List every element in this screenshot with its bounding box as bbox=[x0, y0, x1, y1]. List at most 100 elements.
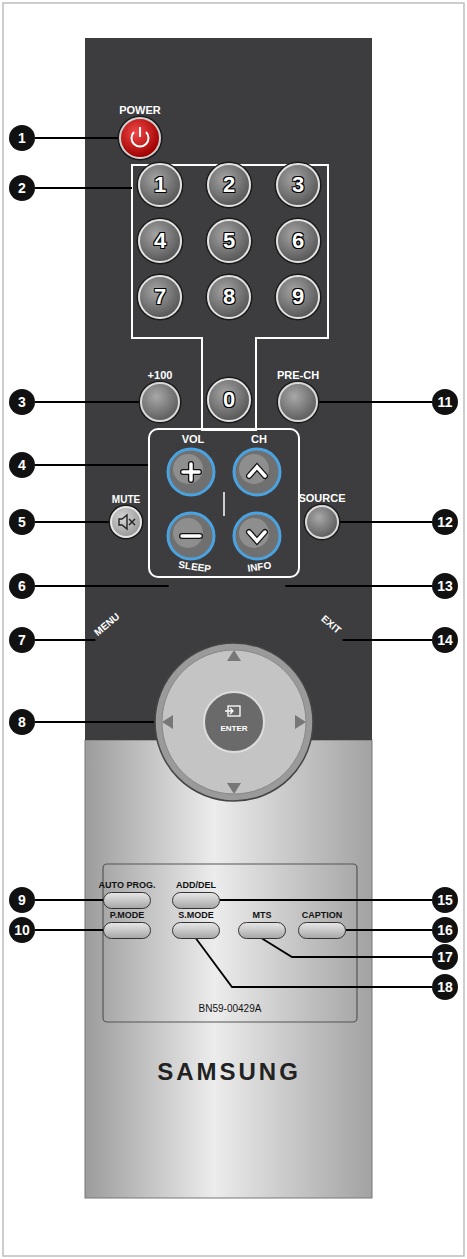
callout-number: 18 bbox=[437, 979, 453, 995]
digit-button: 4 bbox=[138, 219, 182, 263]
vol-ch-button bbox=[168, 513, 214, 559]
mute-button: MUTE bbox=[110, 506, 142, 538]
callout-number: 8 bbox=[9, 709, 35, 735]
button-label: ADD/DEL bbox=[176, 880, 216, 890]
digit-label: 2 bbox=[223, 172, 235, 198]
leader-line bbox=[220, 899, 432, 901]
leader-line bbox=[35, 929, 103, 931]
direction-arrow bbox=[227, 650, 241, 661]
button-label: EXIT bbox=[319, 613, 343, 636]
leader-line bbox=[35, 585, 169, 587]
remote-lower-body bbox=[85, 740, 372, 1198]
direction-arrow bbox=[295, 715, 306, 729]
pill-button: MTS bbox=[238, 922, 286, 939]
button-label: CAPTION bbox=[302, 910, 343, 920]
digit-button: 0 bbox=[207, 378, 251, 422]
callout-number: 3 bbox=[18, 394, 26, 410]
speaker-symbol bbox=[129, 519, 135, 525]
button-label: +100 bbox=[148, 370, 173, 381]
power-button: POWER bbox=[119, 117, 161, 159]
enter-button bbox=[204, 692, 264, 752]
button-label: AUTO PROG. bbox=[99, 880, 156, 890]
round-button: SOURCE bbox=[305, 505, 339, 539]
callout-number: 16 bbox=[437, 922, 453, 938]
vol-ch-button bbox=[168, 449, 214, 495]
button-label: ENTER bbox=[220, 724, 247, 733]
digit-label: 9 bbox=[292, 284, 304, 310]
enter-symbol bbox=[225, 708, 233, 714]
callout-number: 5 bbox=[9, 509, 35, 535]
button-symbol bbox=[112, 508, 140, 536]
callout-number: 9 bbox=[18, 892, 26, 908]
digit-label: 8 bbox=[223, 284, 235, 310]
digit-button: 8 bbox=[207, 275, 251, 319]
callout-number: 4 bbox=[9, 452, 35, 478]
button-label: SLEEP bbox=[178, 559, 212, 574]
leader-line bbox=[35, 721, 154, 723]
callout-number: 11 bbox=[438, 394, 453, 410]
button-symbol bbox=[154, 642, 314, 802]
vol-ch-button bbox=[234, 449, 280, 495]
direction-arrow bbox=[162, 715, 173, 729]
group-label: CH bbox=[251, 433, 267, 445]
nav-ring bbox=[155, 643, 313, 801]
button-label: PRE-CH bbox=[277, 370, 319, 381]
digit-label: 7 bbox=[154, 284, 166, 310]
leader-line bbox=[262, 939, 432, 958]
callout-number: 14 bbox=[437, 632, 453, 648]
button-highlight bbox=[173, 518, 203, 548]
callout-number: 17 bbox=[437, 949, 453, 965]
callout-number: 16 bbox=[432, 917, 458, 943]
callout-number: 10 bbox=[9, 917, 35, 943]
callout-number: 13 bbox=[437, 578, 453, 594]
vol-ch-group: VOLCH bbox=[148, 428, 300, 578]
leader-line bbox=[35, 137, 119, 139]
button-symbol-outline bbox=[249, 467, 265, 476]
button-symbol bbox=[150, 430, 298, 576]
callout-number: 10 bbox=[14, 922, 30, 938]
button-label: MUTE bbox=[112, 494, 140, 505]
leader-line bbox=[339, 521, 432, 523]
remote-upper-body bbox=[85, 38, 372, 740]
callout-number: 1 bbox=[18, 130, 26, 146]
button-label: S.MODE bbox=[178, 910, 214, 920]
button-highlight bbox=[173, 454, 203, 484]
callout-number: 18 bbox=[432, 974, 458, 1000]
leader-line bbox=[318, 401, 432, 403]
callout-number: 7 bbox=[9, 627, 35, 653]
button-symbol bbox=[249, 467, 265, 476]
button-symbol-outline bbox=[183, 464, 199, 480]
page-frame bbox=[3, 3, 464, 1256]
button-label: MENU bbox=[92, 611, 122, 638]
callout-number: 3 bbox=[9, 389, 35, 415]
button-label: SOURCE bbox=[298, 493, 345, 504]
button-label: INFO bbox=[247, 560, 272, 574]
leader-line bbox=[343, 639, 432, 641]
callout-number: 1 bbox=[9, 125, 35, 151]
divider-line bbox=[223, 492, 225, 516]
pill-button: CAPTION bbox=[298, 922, 346, 939]
digit-label: 0 bbox=[223, 387, 235, 413]
button-symbol bbox=[182, 534, 200, 538]
button-label: MTS bbox=[253, 910, 272, 920]
callout-number: 14 bbox=[432, 627, 458, 653]
oval-button: SLEEP bbox=[169, 572, 216, 600]
callout-number: 8 bbox=[18, 714, 26, 730]
callout-number: 6 bbox=[9, 573, 35, 599]
callout-number: 12 bbox=[437, 514, 453, 530]
callout-number: 17 bbox=[432, 944, 458, 970]
callout-number: 15 bbox=[432, 887, 458, 913]
button-label: POWER bbox=[119, 105, 161, 116]
callout-number: 12 bbox=[432, 509, 458, 535]
button-symbol bbox=[249, 532, 265, 541]
callout-number: 7 bbox=[18, 632, 26, 648]
button-symbol bbox=[183, 464, 199, 480]
digit-button: 9 bbox=[276, 275, 320, 319]
leader-line bbox=[35, 464, 148, 466]
direction-arrow bbox=[227, 783, 241, 794]
pill-button: ADD/DEL bbox=[172, 892, 220, 909]
digit-button: 2 bbox=[207, 163, 251, 207]
model-number: BN59-00429A bbox=[199, 1003, 262, 1014]
digit-button: 3 bbox=[276, 163, 320, 207]
